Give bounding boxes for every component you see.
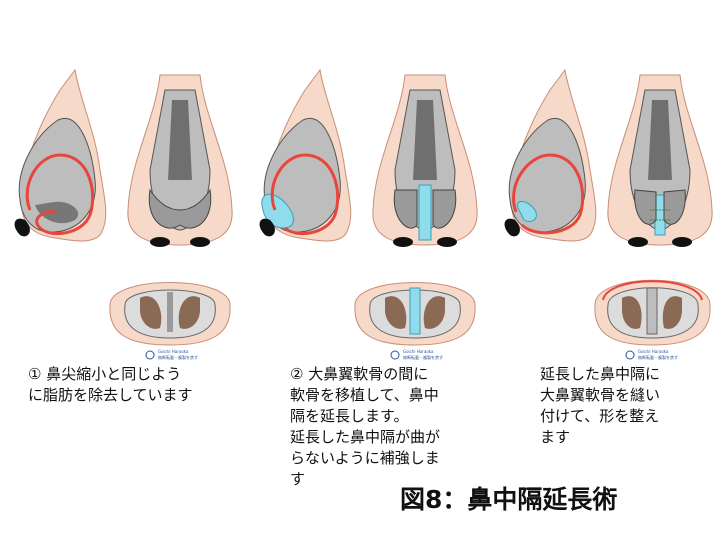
watermark: Goichi Haraoka 無断転載・複製を禁ず <box>145 349 198 360</box>
svg-text:無断転載・複製を禁ず: 無断転載・複製を禁ず <box>158 354 198 360</box>
figure-title: 図8：鼻中隔延長術 <box>400 485 618 514</box>
svg-text:Goichi Haraoka: Goichi Haraoka <box>638 349 669 354</box>
side-view-nose <box>259 68 352 242</box>
front-view-nose <box>607 74 713 247</box>
front-view-nose <box>127 74 233 247</box>
step3-caption: 延長した鼻中隔に 大鼻翼軟骨を縫い 付けて、形を整え ます <box>540 365 661 446</box>
svg-text:Goichi Haraoka: Goichi Haraoka <box>403 349 434 354</box>
svg-text:Goichi Haraoka: Goichi Haraoka <box>158 349 189 354</box>
svg-text:無断転載・複製を禁ず: 無断転載・複製を禁ず <box>403 354 443 360</box>
base-view-nose <box>354 282 476 346</box>
fat-outline-red <box>25 153 95 236</box>
svg-text:無断転載・複製を禁ず: 無断転載・複製を禁ず <box>638 354 678 360</box>
step2-illustration: Goichi Haraoka 無断転載・複製を禁ず Goichi Haraoka… <box>259 68 478 360</box>
side-view-nose <box>504 68 597 242</box>
watermark: Goichi Haraoka 無断転載・複製を禁ず <box>390 349 443 360</box>
step1-illustration: Goichi Haraoka 無断転載・複製を禁ず Goichi Haraoka… <box>14 68 233 360</box>
step3-illustration: Goichi Haraoka 無断転載・複製を禁ず Goichi Haraoka… <box>504 68 713 360</box>
side-view-nose <box>14 68 107 242</box>
step2-caption: ② 大鼻翼軟骨の間に 軟骨を移植して、鼻中 隔を延長します。 延長した鼻中隔が曲… <box>290 365 441 488</box>
base-view-nose <box>594 279 711 346</box>
watermark: Goichi Haraoka 無断転載・複製を禁ず <box>625 349 678 360</box>
septal-graft <box>418 184 432 241</box>
step1-caption: ① 鼻尖縮小と同じよう に脂肪を除去しています <box>28 365 193 404</box>
base-view-nose <box>109 282 231 346</box>
front-view-nose <box>372 74 478 247</box>
septal-graft <box>409 287 421 335</box>
